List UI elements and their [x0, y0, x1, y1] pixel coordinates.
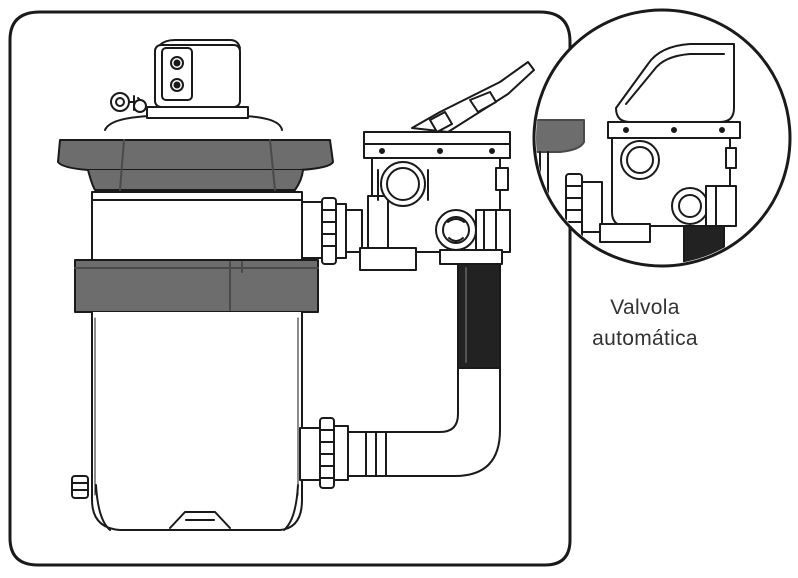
upper-fitting	[301, 197, 363, 265]
caption-line-1: Valvola	[610, 296, 680, 319]
multiport-valve	[359, 61, 535, 271]
zoom-inset-valve	[532, 8, 792, 268]
drain-plug	[71, 475, 89, 499]
valve-union	[435, 209, 477, 251]
pressure-gauge	[110, 92, 147, 113]
sand-filter-tank	[57, 39, 387, 531]
valve-caption: Valvola automática	[560, 292, 730, 354]
lower-fitting	[299, 417, 387, 489]
caption-line-2: automática	[592, 327, 698, 350]
clamp-band	[74, 259, 319, 313]
main-frame	[8, 10, 572, 567]
lid-band	[57, 139, 334, 171]
return-hose	[385, 261, 501, 477]
